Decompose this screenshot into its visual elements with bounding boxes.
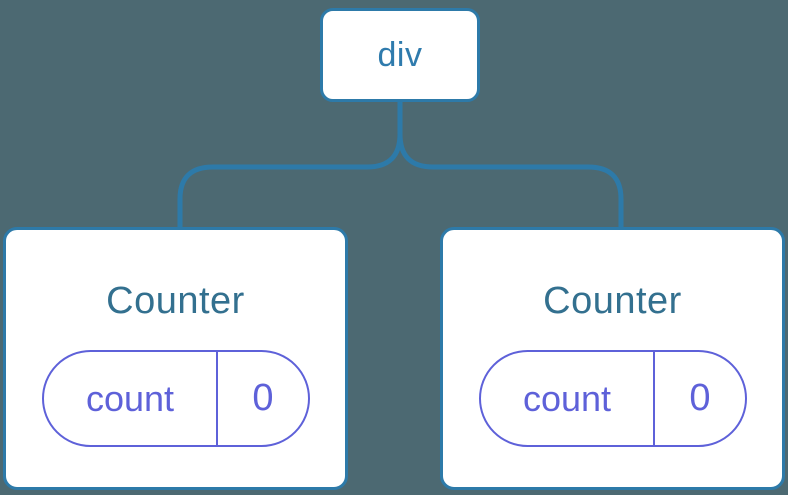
state-value-label: 0 — [252, 377, 274, 419]
state-value-label: 0 — [689, 377, 711, 419]
connector-root-to-left-counter — [177, 100, 403, 229]
connector-root-to-right-counter — [397, 100, 624, 229]
root-node-label: div — [377, 35, 423, 74]
state-name-label: count — [481, 352, 655, 445]
counter-node-right: Counter count 0 — [440, 227, 785, 490]
counter-node-right-state-pill: count 0 — [479, 350, 747, 447]
counter-node-right-title: Counter — [543, 280, 682, 322]
counter-node-left-state-pill: count 0 — [42, 350, 310, 447]
counter-node-left-title: Counter — [106, 280, 245, 322]
state-name-label: count — [44, 352, 218, 445]
root-node-div: div — [320, 8, 480, 102]
counter-node-left: Counter count 0 — [3, 227, 348, 490]
